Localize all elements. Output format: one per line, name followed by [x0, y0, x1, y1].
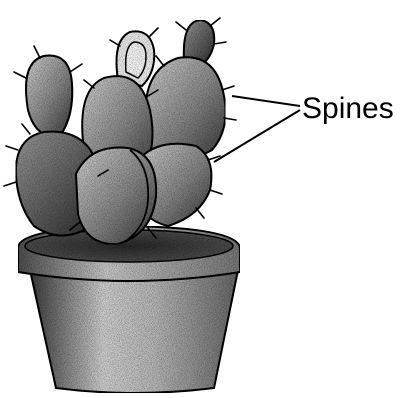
spine [176, 22, 186, 30]
cactus-pad-ring-inner [126, 42, 146, 78]
spine [156, 56, 164, 66]
spine [70, 64, 82, 72]
spine [210, 190, 222, 194]
spine [6, 146, 18, 150]
spines-label: Spines [302, 92, 394, 125]
leader-line-upper [232, 96, 300, 106]
spine [14, 72, 26, 78]
pot-body [30, 270, 238, 393]
spine [4, 182, 16, 186]
spines-label-group: Spines [214, 92, 394, 162]
cactus [16, 20, 226, 244]
spine [210, 18, 220, 26]
spine [214, 42, 226, 44]
spine [150, 28, 158, 36]
spine [84, 80, 94, 88]
spine [110, 40, 120, 46]
spine [34, 46, 40, 58]
spine [22, 124, 30, 134]
spine [196, 208, 204, 218]
spine [222, 86, 234, 90]
cactus-pad-upper-left [26, 56, 72, 137]
pot [18, 226, 240, 393]
